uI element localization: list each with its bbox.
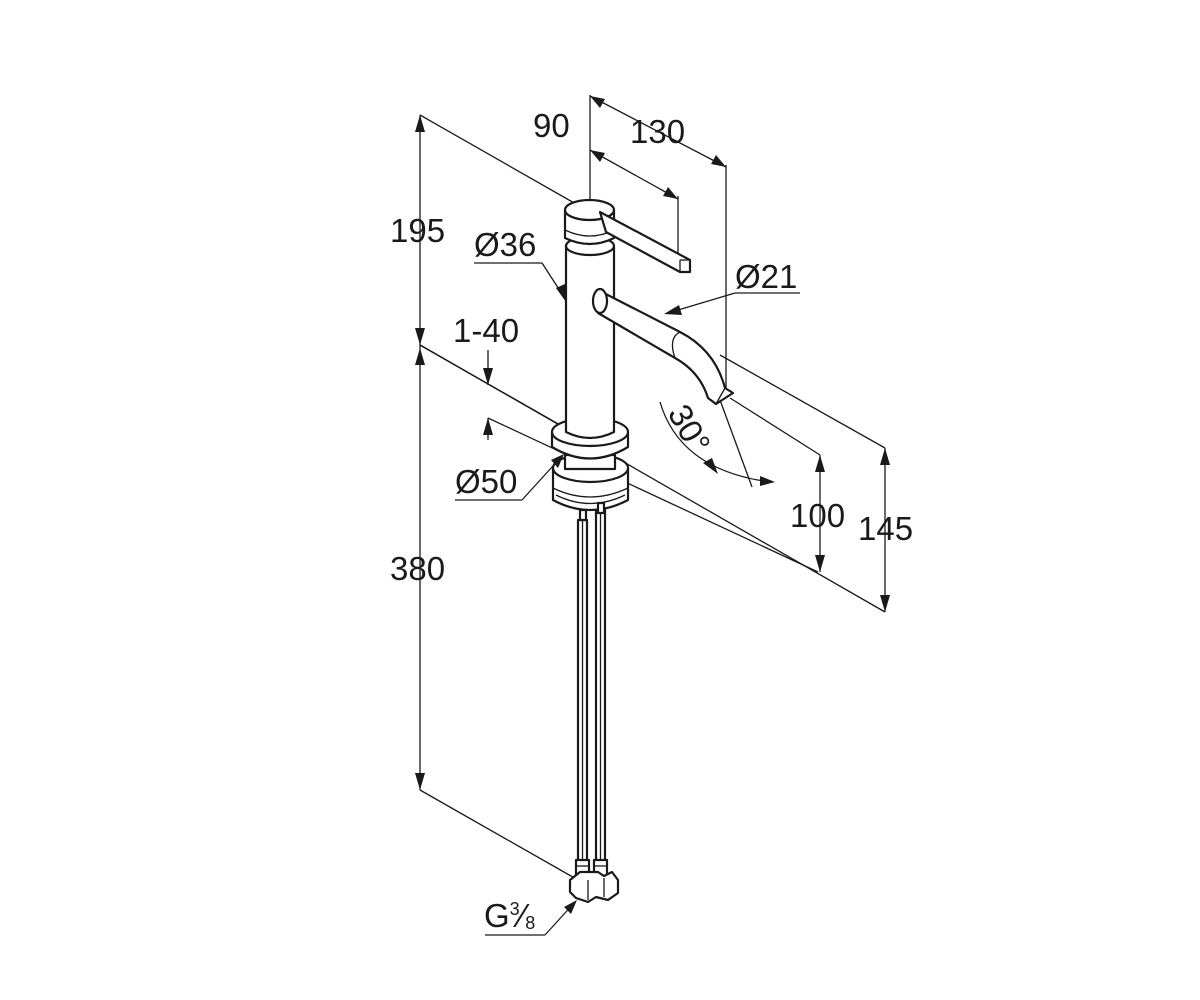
dim-height-handle: 195 bbox=[390, 212, 445, 249]
dim-overall-height-spout: 145 bbox=[858, 510, 913, 547]
faucet-body bbox=[564, 235, 616, 440]
dim-base-diameter: Ø50 bbox=[455, 463, 517, 500]
mounting-base bbox=[551, 452, 630, 522]
supply-hoses bbox=[568, 508, 620, 904]
dim-spout-reach: 130 bbox=[630, 113, 685, 150]
dim-spout-height: 100 bbox=[790, 497, 845, 534]
dim-deck-thickness: 1-40 bbox=[453, 312, 519, 349]
dimension-lines bbox=[415, 95, 890, 936]
lever-handle bbox=[598, 210, 692, 274]
dim-handle-reach: 90 bbox=[533, 107, 570, 144]
connection-thread-label: G3⁄8 bbox=[484, 897, 535, 934]
connection-thread-den: 8 bbox=[525, 913, 535, 933]
spout bbox=[591, 287, 735, 406]
connection-thread-main: G bbox=[484, 897, 510, 934]
dim-height-total: 380 bbox=[390, 550, 445, 587]
dim-spout-diameter: Ø21 bbox=[735, 258, 797, 295]
dim-spout-angle: 30° bbox=[661, 398, 718, 460]
dimension-labels: 195 380 1-40 Ø36 Ø50 Ø21 90 130 30° 100 … bbox=[390, 107, 913, 934]
extension-lines bbox=[419, 95, 886, 881]
connection-thread-num: 3 bbox=[510, 899, 520, 919]
faucet bbox=[550, 198, 735, 904]
dim-body-diameter: Ø36 bbox=[474, 226, 536, 263]
